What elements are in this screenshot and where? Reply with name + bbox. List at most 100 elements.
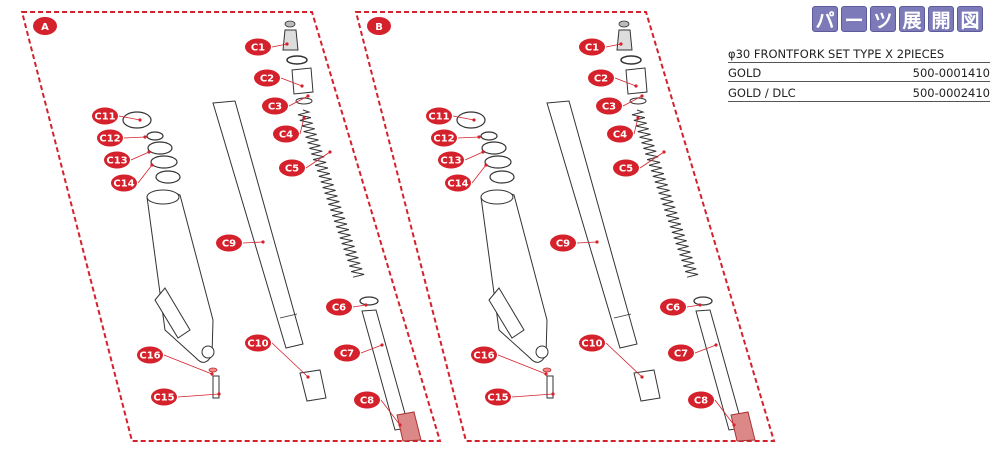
axle-hole xyxy=(535,345,549,359)
part-badge xyxy=(660,298,686,316)
leader-line xyxy=(694,344,717,354)
leader-line xyxy=(352,304,367,308)
leader-line xyxy=(163,354,213,375)
part-label-c9: C9 xyxy=(556,239,570,250)
part-badge xyxy=(111,174,137,192)
part-badge xyxy=(688,391,714,409)
ring-part xyxy=(150,155,178,169)
part-badge xyxy=(104,151,130,169)
leader-line xyxy=(299,117,305,135)
leader-line xyxy=(130,151,150,161)
top-cap-c1 xyxy=(282,29,299,51)
leader-dot xyxy=(150,163,154,167)
ring-part xyxy=(480,131,498,141)
leader-line xyxy=(511,393,554,398)
spec-row-gold-dlc: GOLD / DLC 500-0002410 xyxy=(728,86,990,102)
panel-border xyxy=(20,11,442,442)
leader-dot xyxy=(472,118,476,122)
part-badge xyxy=(596,97,622,115)
washer-c6 xyxy=(693,296,713,306)
leader-line xyxy=(177,393,220,398)
inner-tube-c9 xyxy=(546,100,638,349)
part-badge xyxy=(431,129,457,147)
part-badge xyxy=(262,97,288,115)
leader-line xyxy=(305,151,331,169)
leader-dot xyxy=(634,84,638,88)
part-badge xyxy=(579,334,605,352)
tube-ring-line xyxy=(279,313,298,319)
part-label-c1: C1 xyxy=(585,43,599,54)
spec-row-code: 500-0001410 xyxy=(912,66,990,80)
part-badge xyxy=(334,344,360,362)
top-cap-c1 xyxy=(616,29,633,51)
leader-dot xyxy=(636,116,640,120)
cap-bolt xyxy=(284,20,296,28)
part-badge xyxy=(588,69,614,87)
bottom-spring-c8 xyxy=(730,411,756,442)
part-badge xyxy=(485,388,511,406)
part-label-c4: C4 xyxy=(613,130,627,141)
part-label-c1: C1 xyxy=(251,43,265,54)
leader-dot xyxy=(261,240,265,244)
o-ring xyxy=(620,55,642,65)
part-badge xyxy=(607,125,633,143)
leader-line xyxy=(118,115,141,121)
leader-dot xyxy=(300,84,304,88)
part-label-c14: C14 xyxy=(113,179,134,190)
part-badge xyxy=(273,125,299,143)
part-badge xyxy=(438,151,464,169)
part-label-c16: C16 xyxy=(139,351,160,362)
leader-line xyxy=(614,77,637,87)
part-label-c5: C5 xyxy=(285,164,299,175)
ring-part xyxy=(456,111,486,129)
part-badge xyxy=(245,38,271,56)
part-badge xyxy=(254,69,280,87)
ring-part xyxy=(155,170,181,184)
leader-line xyxy=(280,77,303,87)
leader-line xyxy=(605,43,622,48)
leader-dot xyxy=(662,150,666,154)
part-badge xyxy=(668,344,694,362)
part-badge xyxy=(550,234,576,252)
cap-bolt xyxy=(618,20,630,28)
part-badge xyxy=(426,107,452,125)
spec-row-code: 500-0002410 xyxy=(912,86,990,100)
title-char-5: 開 xyxy=(928,6,954,32)
leader-dot xyxy=(138,118,142,122)
title-char-2: ー xyxy=(841,6,867,32)
spring-c5 xyxy=(297,109,365,278)
leader-line xyxy=(271,342,309,378)
part-label-c10: C10 xyxy=(581,339,602,350)
part-label-c8: C8 xyxy=(360,396,374,407)
panel-badge xyxy=(367,17,391,35)
part-badge xyxy=(354,391,380,409)
leader-dot xyxy=(477,135,481,139)
spec-heading-text: φ30 FRONTFORK SET TYPE X 2PIECES xyxy=(728,47,945,61)
leader-line xyxy=(714,399,735,426)
part-label-c11: C11 xyxy=(428,112,449,123)
leader-line xyxy=(576,241,598,244)
panel-label: B xyxy=(375,22,383,33)
ring-part xyxy=(481,141,507,155)
axle-hole xyxy=(201,345,215,359)
part-badge xyxy=(279,159,305,177)
part-label-c13: C13 xyxy=(440,156,461,167)
part-badge xyxy=(613,159,639,177)
part-label-c10: C10 xyxy=(247,339,268,350)
leader-line xyxy=(271,43,288,48)
caliper-mount xyxy=(154,287,191,339)
leader-dot xyxy=(285,42,289,46)
leader-line xyxy=(686,304,701,308)
bolt-c15 xyxy=(546,375,554,399)
leader-line xyxy=(622,95,643,107)
leader-dot xyxy=(143,135,147,139)
collar-c10 xyxy=(633,369,661,402)
spec-row-name: GOLD xyxy=(728,66,762,80)
leader-line xyxy=(360,344,383,354)
spec-row-name: GOLD / DLC xyxy=(728,86,796,100)
part-label-c3: C3 xyxy=(268,102,282,113)
part-label-c9: C9 xyxy=(222,239,236,250)
fork-top-ellipse xyxy=(480,189,514,205)
